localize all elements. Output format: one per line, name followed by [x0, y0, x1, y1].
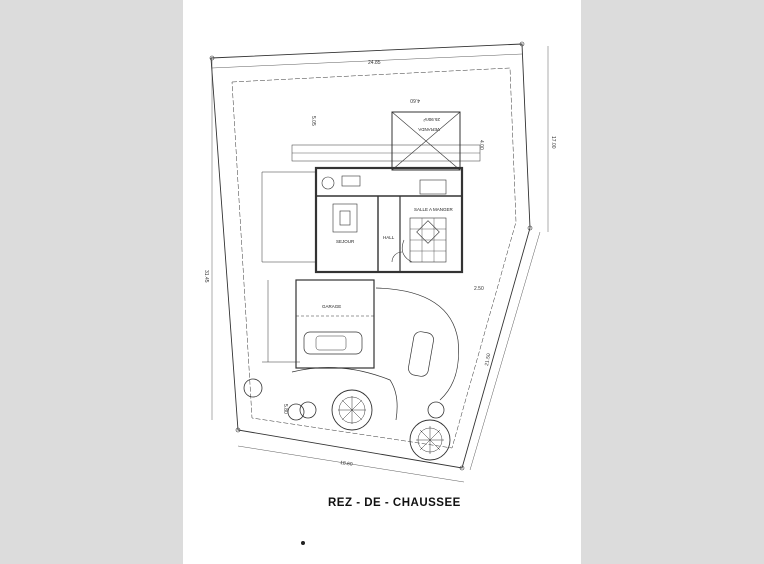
dining-table [419, 179, 447, 195]
dim-bottom: 18.60 [340, 460, 353, 468]
dim-front: 5.80 [282, 404, 288, 414]
corner-marker [519, 41, 525, 47]
tree-icon [331, 389, 373, 431]
coffee-table [339, 210, 351, 226]
dim-left: 31.45 [203, 270, 209, 283]
dim-garage-side: 2.50 [474, 286, 484, 292]
room-garage: GARAGE [322, 304, 341, 309]
shrub-icon [299, 401, 317, 419]
house-outline [314, 166, 464, 274]
plot-boundary [210, 43, 531, 469]
dim-left-small: 5.05 [310, 116, 316, 126]
shrub-icon [427, 401, 445, 419]
sofa [332, 203, 358, 233]
door-swing [391, 251, 403, 263]
room-sejour: SEJOUR [336, 239, 355, 244]
armchair [341, 175, 361, 187]
plant-icon [321, 176, 335, 190]
ink-dot [301, 541, 305, 545]
veranda-outline [391, 111, 461, 171]
setback-line [231, 67, 517, 449]
shrub-icon [243, 378, 263, 398]
corner-marker [527, 225, 533, 231]
dim-right-upper: 17.00 [550, 136, 556, 149]
dim-veranda-depth: 4.00 [478, 140, 484, 150]
corner-marker [459, 465, 465, 471]
dim-line-right-lower [469, 231, 541, 471]
dim-veranda-width: 4.60 [410, 97, 420, 103]
path-curve [291, 367, 398, 421]
corner-marker [235, 427, 241, 433]
garage-outline [295, 279, 375, 369]
garage-car [303, 331, 363, 355]
dim-top: 24.85 [368, 60, 381, 66]
driveway-curve [375, 287, 459, 401]
room-salle-a-manger: SALLE A MANGER [414, 207, 454, 212]
room-veranda: VERANDA [418, 127, 440, 132]
dim-line-top [211, 53, 523, 69]
corner-marker [209, 55, 215, 61]
dim-right-lower: 21.50 [484, 353, 492, 367]
room-hall: HALL [383, 235, 395, 240]
staircase [401, 239, 413, 263]
plan-title: REZ - DE - CHAUSSEE [328, 497, 461, 509]
room-veranda-area: 25.90m² [423, 117, 440, 122]
parked-car [408, 331, 434, 377]
dim-line-bottom [237, 445, 465, 483]
tree-icon [409, 419, 451, 461]
shrub-icon [287, 403, 305, 421]
kitchen-island [416, 220, 440, 244]
